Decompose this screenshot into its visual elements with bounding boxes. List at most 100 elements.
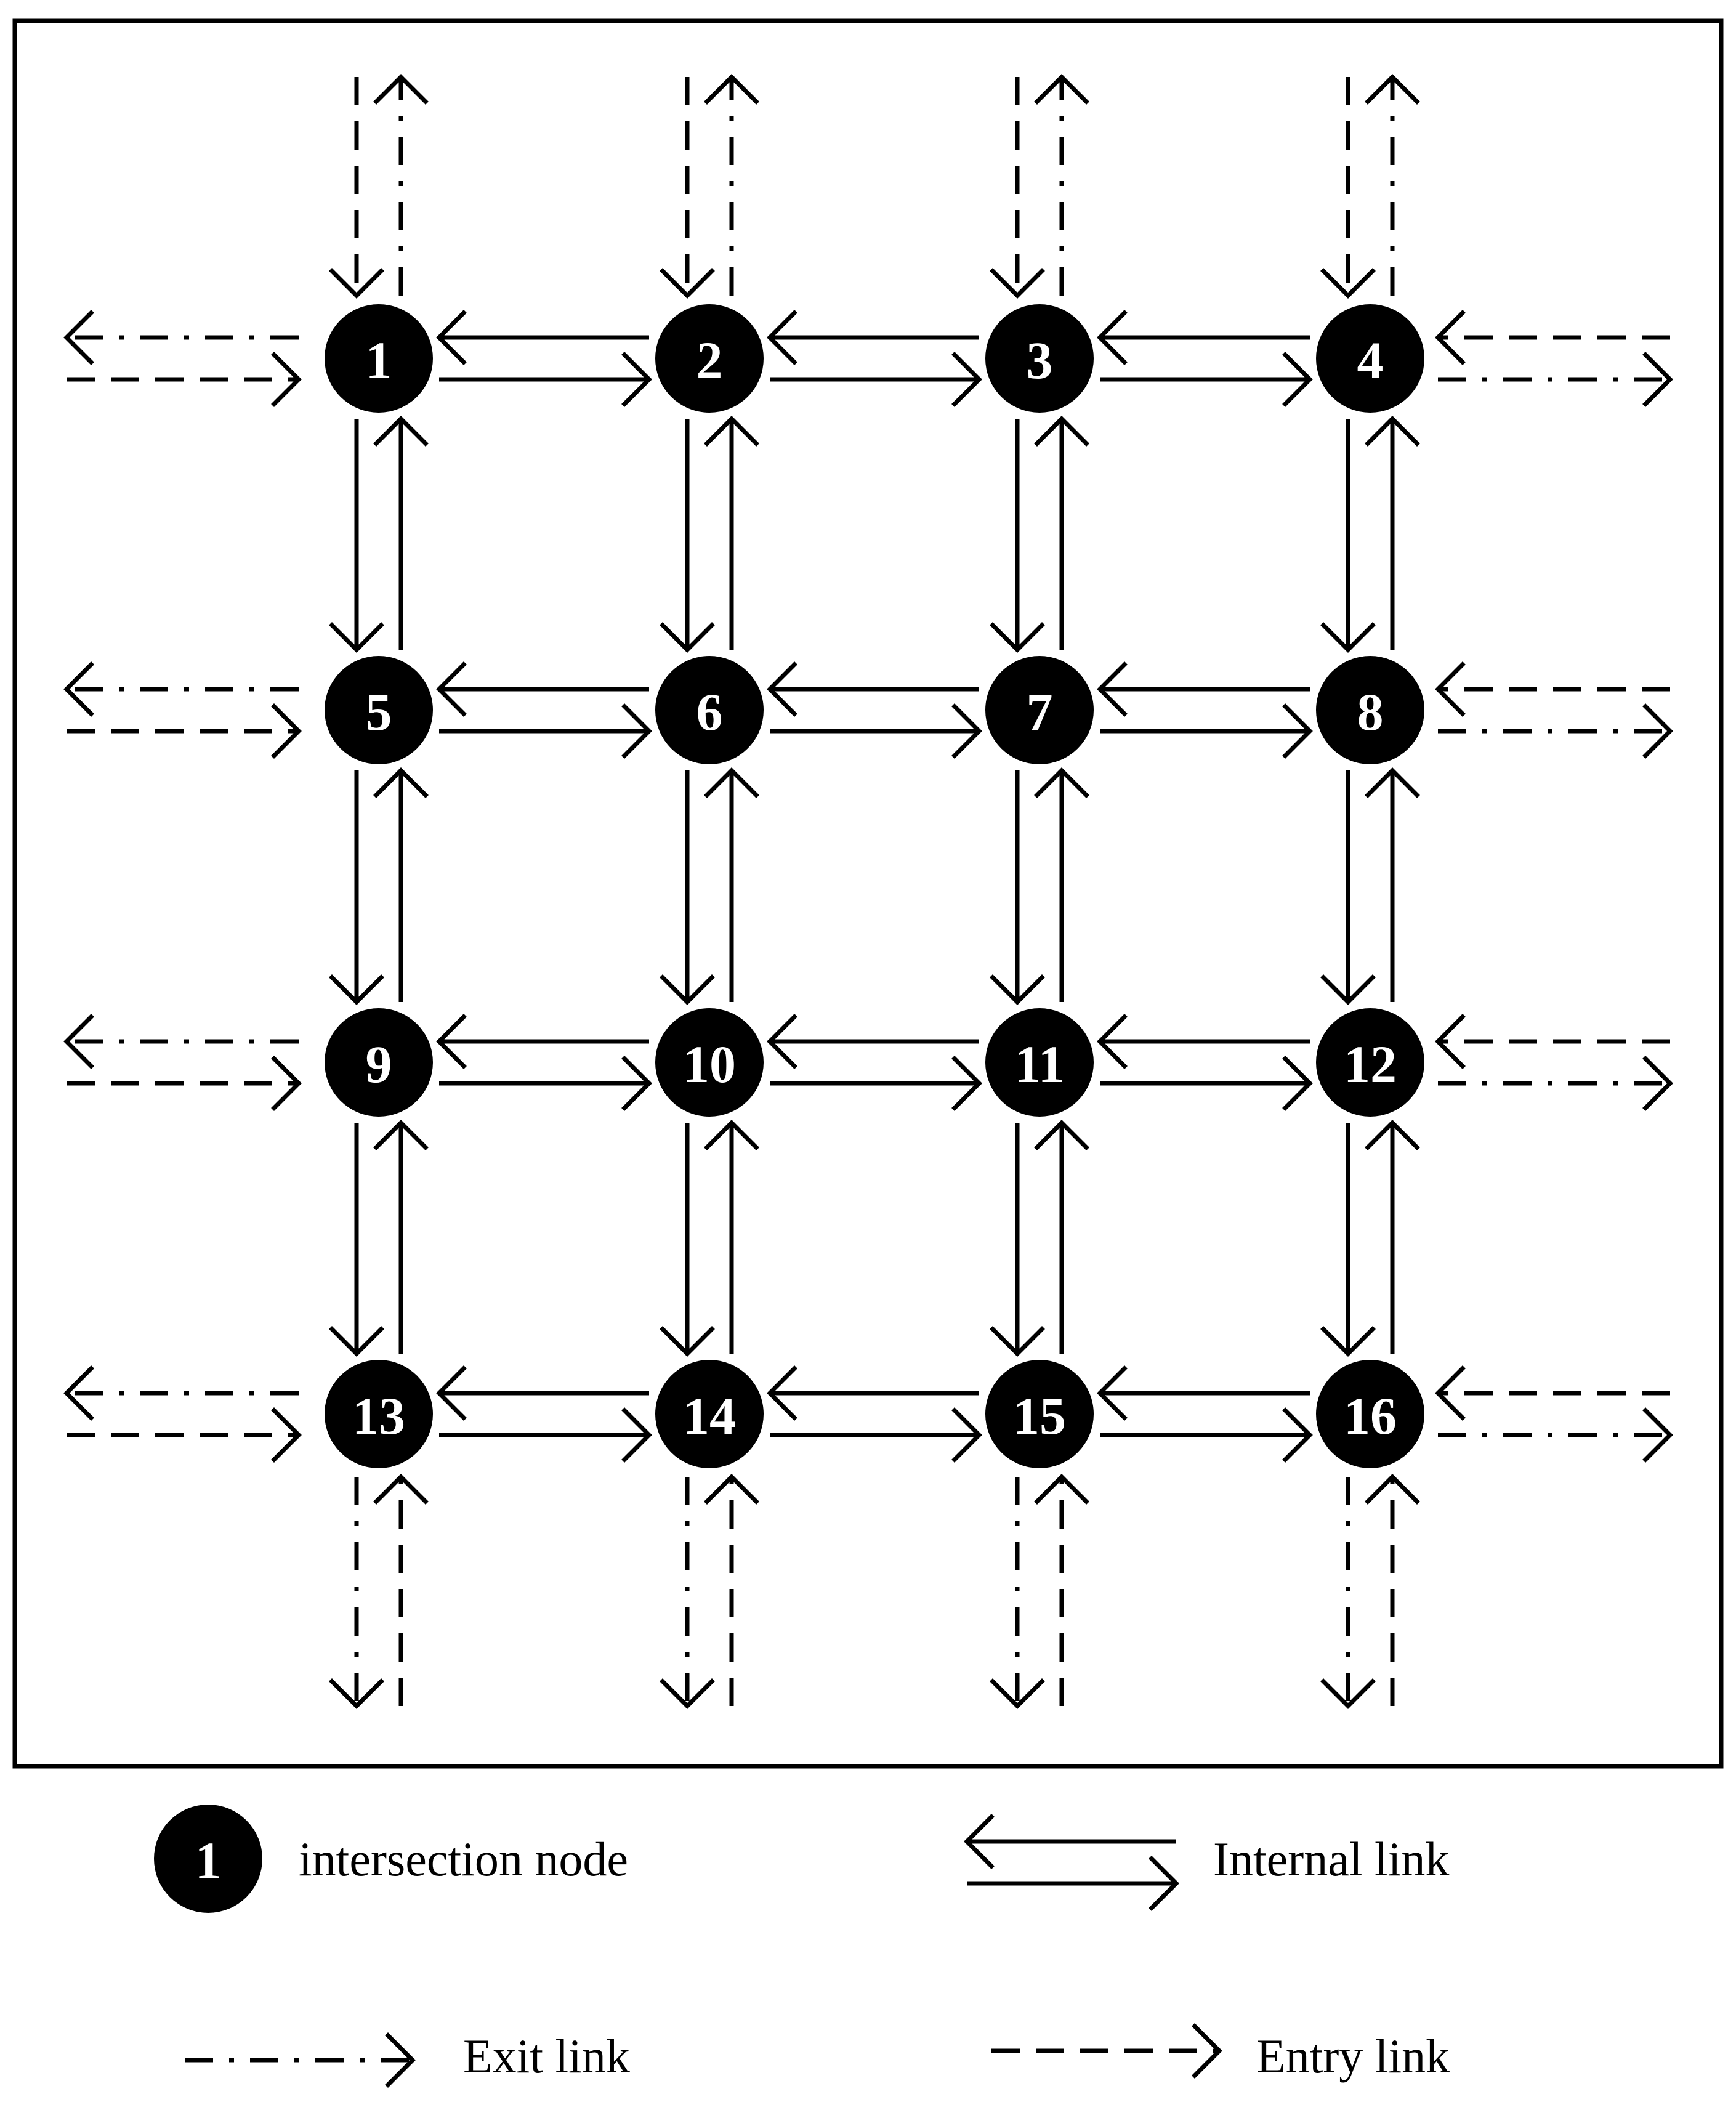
internal-link-up [373,416,429,650]
node-label: 14 [683,1386,736,1445]
legend-node-text: intersection node [299,1832,628,1886]
intersection-node: 7 [985,656,1094,764]
internal-link-right [439,352,652,407]
node-circle [325,1360,433,1468]
internal-link-left [1097,310,1310,365]
node-circle [325,1008,433,1117]
internal-link-right [1100,1407,1313,1463]
internal-link-up [704,1120,759,1354]
entry-link-bottom [1365,1474,1420,1706]
internal-link-right [1100,703,1313,759]
legend-exit-text: Exit link [463,2029,630,2083]
intersection-node: 16 [1316,1360,1424,1468]
internal-link-left [1097,661,1310,717]
internal-link-down [329,770,384,1005]
entry-link-left [67,703,302,759]
internal-link-down [1320,770,1376,1005]
legend-entry-link-sample [991,2023,1222,2079]
entry-link-bottom [373,1474,429,1706]
entry-link-top [990,77,1045,299]
node-circle [985,1360,1094,1468]
internal-link-down [660,770,715,1005]
entry-link-bottom [1034,1474,1089,1706]
intersection-node: 6 [655,656,764,764]
internal-link-up [373,1120,429,1354]
node-label: 7 [1027,682,1053,742]
internal-link-left [767,310,979,365]
internal-link-left [436,310,649,365]
internal-link-left [1097,1014,1310,1069]
internal-link-left [767,661,979,717]
internal-link-down [990,1123,1045,1357]
exit-link-top [1034,74,1089,296]
internal-link-up [1365,416,1420,650]
internal-link-right [770,1056,982,1111]
internal-link-right [439,1056,652,1111]
exit-link-right [1438,1056,1673,1111]
node-label: 9 [366,1035,392,1094]
legend-internal-arrow-left [964,1814,1176,1869]
links-layer [63,74,1673,1709]
exit-link-bottom [1320,1477,1376,1709]
node-label: 12 [1344,1035,1397,1094]
exit-link-top [1365,74,1420,296]
node-circle [655,1008,764,1117]
internal-link-up [373,767,429,1002]
node-circle [325,656,433,764]
intersection-node: 14 [655,1360,764,1468]
intersection-node: 10 [655,1008,764,1117]
internal-link-right [439,1407,652,1463]
intersection-node: 11 [985,1008,1094,1117]
entry-link-left [67,1407,302,1463]
legend-entry-arrow [991,2023,1222,2079]
internal-link-up [1034,416,1089,650]
internal-link-left [436,661,649,717]
intersection-node: 12 [1316,1008,1424,1117]
entry-link-bottom [704,1474,759,1706]
internal-link-up [1034,1120,1089,1354]
exit-link-left [63,661,299,717]
intersection-node: 1 [325,304,433,413]
intersection-node: 5 [325,656,433,764]
node-circle [985,304,1094,413]
entry-link-left [67,352,302,407]
internal-link-right [1100,1056,1313,1111]
exit-link-right [1438,352,1673,407]
internal-link-up [704,767,759,1002]
internal-link-up [1365,767,1420,1002]
node-circle [655,656,764,764]
internal-link-right [770,703,982,759]
node-label: 2 [696,331,723,390]
intersection-node: 9 [325,1008,433,1117]
internal-link-left [767,1014,979,1069]
exit-link-right [1438,1407,1673,1463]
node-label: 10 [683,1035,736,1094]
entry-link-right [1435,310,1670,365]
node-circle [325,304,433,413]
exit-link-bottom [990,1477,1045,1709]
node-label: 5 [366,682,392,742]
node-label: 13 [352,1386,405,1445]
entry-link-right [1435,661,1670,717]
entry-link-right [1435,1014,1670,1069]
internal-link-down [990,770,1045,1005]
internal-link-right [770,1407,982,1463]
node-label: 6 [696,682,723,742]
internal-link-up [1365,1120,1420,1354]
entry-link-top [660,77,715,299]
legend-node-circle [154,1805,262,1913]
exit-link-left [63,1014,299,1069]
exit-link-top [373,74,429,296]
node-circle [1316,1008,1424,1117]
legend-entry-text: Entry link [1256,2029,1450,2083]
internal-link-down [660,1123,715,1357]
exit-link-left [63,310,299,365]
internal-link-up [704,416,759,650]
node-circle [985,1008,1094,1117]
legend-exit-link-sample [185,2032,416,2088]
intersection-node: 3 [985,304,1094,413]
internal-link-down [329,419,384,653]
node-circle [1316,656,1424,764]
exit-link-top [704,74,759,296]
